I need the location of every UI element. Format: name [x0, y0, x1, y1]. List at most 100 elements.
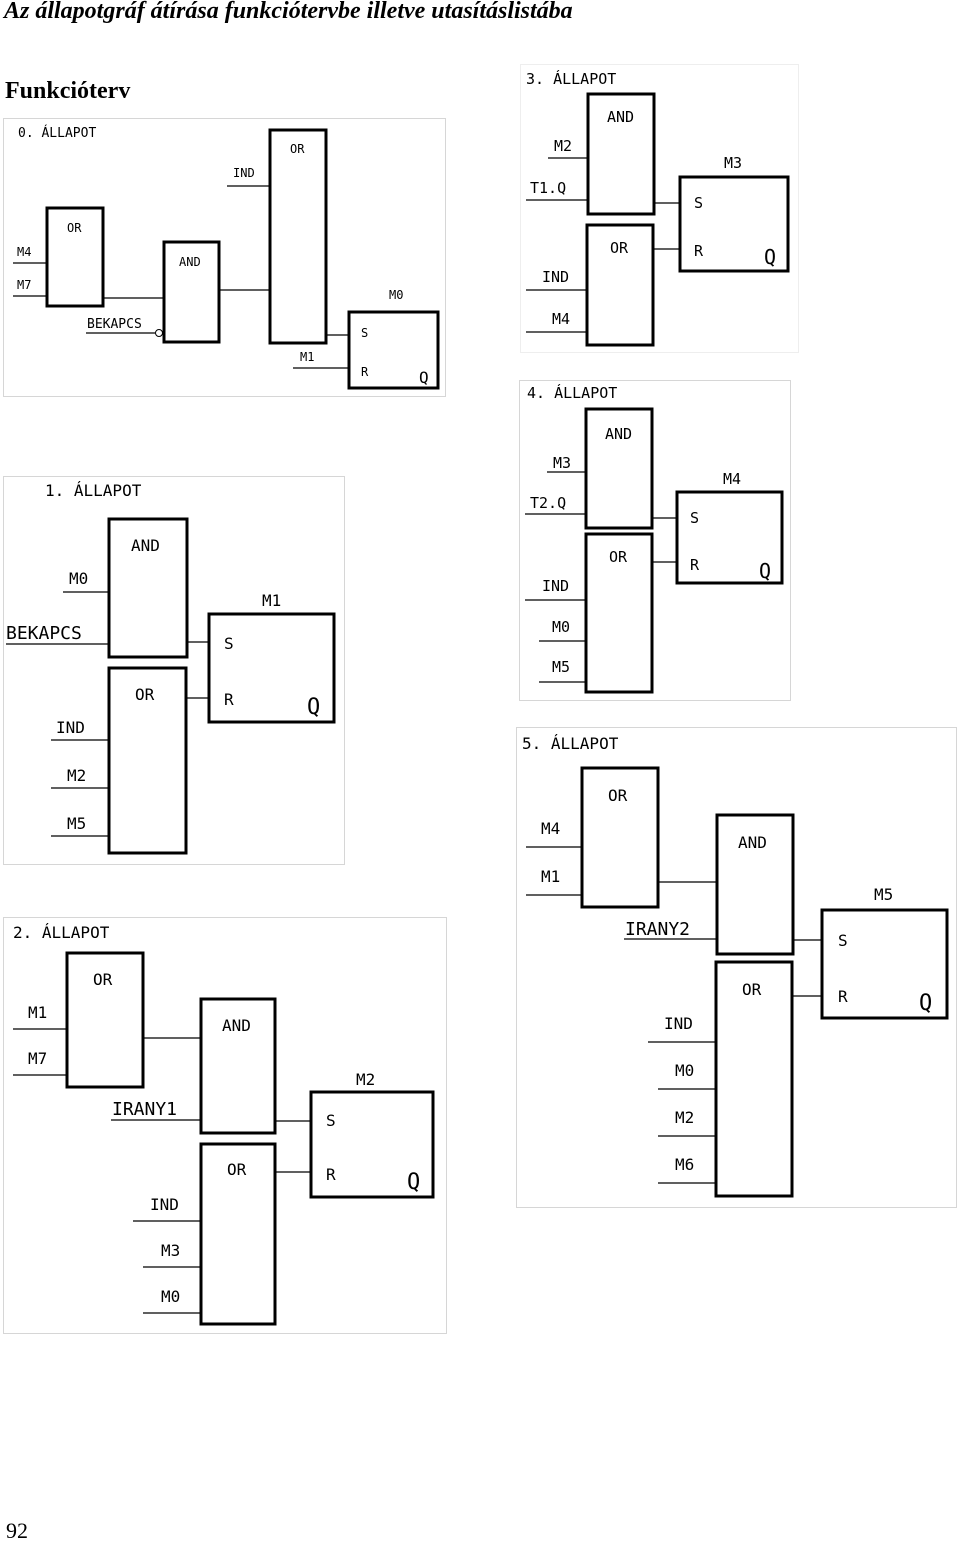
block-label: OR	[609, 548, 628, 566]
diagram-state-3: 3. ÁLLAPOT AND M2 T1.Q OR IND M4 M3 S R …	[520, 64, 799, 353]
or-block	[45, 206, 105, 308]
and-block	[586, 92, 656, 216]
sr-flipflop	[820, 908, 949, 1020]
input-label: M7	[17, 278, 31, 292]
block-label: OR	[742, 980, 762, 999]
diagram-title: 0. ÁLLAPOT	[18, 125, 96, 141]
input-label: M0	[552, 618, 570, 636]
and-block	[107, 517, 189, 659]
or-block	[714, 960, 794, 1198]
block-label: AND	[607, 108, 634, 126]
input-label: M2	[675, 1108, 694, 1127]
and-block	[162, 240, 221, 344]
flipflop-name: M5	[874, 885, 893, 904]
section-heading: Funkcióterv	[5, 78, 131, 104]
set-pin: S	[690, 509, 699, 527]
input-label: IND	[56, 718, 85, 737]
input-label: M0	[675, 1061, 694, 1080]
input-label: M5	[67, 814, 86, 833]
diagram-state-1: 1. ÁLLAPOT AND M0 BEKAPCS OR IND M2 M5 M…	[3, 476, 345, 865]
diagram-state-5: 5. ÁLLAPOT OR M4 M1 AND IRANY2 OR IND M0…	[516, 727, 957, 1208]
input-label: M1	[28, 1003, 47, 1022]
sr-flipflop	[309, 1090, 435, 1199]
diagram-state-4: 4. ÁLLAPOT AND M3 T2.Q OR IND M0 M5 M4 S…	[519, 380, 791, 701]
input-label: M3	[553, 454, 571, 472]
output-pin: Q	[919, 991, 932, 1016]
input-label: M5	[552, 658, 570, 676]
set-pin: S	[361, 326, 368, 340]
or-block	[65, 951, 145, 1089]
diagram-state-0: 0. ÁLLAPOT OR M4 M7 AND BEKAPCS OR IND M…	[3, 118, 446, 397]
diagram-title: 1. ÁLLAPOT	[45, 481, 142, 500]
block-label: OR	[610, 239, 629, 257]
block-label: AND	[179, 255, 201, 269]
flipflop-name: M1	[262, 591, 281, 610]
sr-flipflop	[675, 490, 784, 585]
diagram-state-2: 2. ÁLLAPOT OR M1 M7 AND IRANY1 OR IND M3…	[3, 917, 447, 1334]
input-label: M6	[675, 1155, 694, 1174]
reset-pin: R	[838, 987, 848, 1006]
input-label: BEKAPCS	[6, 623, 82, 644]
input-label: T1.Q	[530, 179, 566, 197]
or-block	[199, 1142, 277, 1326]
input-label: M7	[28, 1049, 47, 1068]
input-label: IND	[150, 1195, 179, 1214]
block-label: AND	[222, 1016, 251, 1035]
page-number: 92	[6, 1518, 28, 1543]
input-label: M2	[554, 137, 572, 155]
or-block	[580, 766, 660, 909]
diagram-title: 5. ÁLLAPOT	[522, 734, 619, 753]
block-label: OR	[227, 1160, 247, 1179]
input-label: M3	[161, 1241, 180, 1260]
flipflop-name: M0	[389, 288, 403, 302]
diagram-title: 2. ÁLLAPOT	[13, 923, 110, 942]
sr-flipflop	[347, 310, 440, 390]
flipflop-name: M3	[724, 154, 742, 172]
diagram-title: 4. ÁLLAPOT	[527, 383, 617, 402]
reset-pin: R	[690, 556, 700, 574]
output-pin: Q	[307, 695, 320, 720]
negation-circle	[155, 329, 163, 337]
or-block	[584, 532, 654, 694]
set-pin: S	[838, 931, 848, 950]
set-pin: S	[694, 194, 703, 212]
sr-flipflop	[207, 612, 336, 724]
input-label: M2	[67, 766, 86, 785]
input-label: M1	[541, 867, 560, 886]
input-label: M1	[300, 350, 314, 364]
document-title: Az állapotgráf átírása funkciótervbe ill…	[4, 0, 573, 24]
input-label: IND	[233, 166, 255, 180]
set-pin: S	[224, 634, 234, 653]
input-label: M4	[552, 310, 570, 328]
input-label: M0	[161, 1287, 180, 1306]
or-block	[585, 223, 655, 347]
block-label: OR	[93, 970, 113, 989]
reset-pin: R	[694, 242, 704, 260]
and-block	[199, 997, 277, 1135]
output-pin: Q	[759, 559, 771, 583]
or-block	[268, 128, 328, 345]
diagram-title: 3. ÁLLAPOT	[526, 69, 616, 88]
reset-pin: R	[326, 1165, 336, 1184]
sr-flipflop	[678, 175, 790, 273]
flipflop-name: M4	[723, 470, 741, 488]
output-pin: Q	[419, 368, 429, 387]
input-label: IND	[542, 268, 569, 286]
or-block	[107, 666, 188, 855]
and-block	[715, 813, 795, 956]
input-label: BEKAPCS	[87, 317, 142, 332]
block-label: AND	[131, 536, 160, 555]
output-pin: Q	[764, 245, 776, 269]
block-label: AND	[738, 833, 767, 852]
input-label: IND	[664, 1014, 693, 1033]
flipflop-name: M2	[356, 1070, 375, 1089]
input-label: M4	[17, 245, 31, 259]
input-label: IRANY1	[112, 1099, 177, 1120]
block-label: OR	[67, 221, 82, 235]
input-label: M0	[69, 569, 88, 588]
output-pin: Q	[407, 1170, 420, 1195]
block-label: AND	[605, 425, 632, 443]
block-label: OR	[608, 786, 628, 805]
and-block	[584, 407, 654, 530]
reset-pin: R	[361, 365, 369, 379]
